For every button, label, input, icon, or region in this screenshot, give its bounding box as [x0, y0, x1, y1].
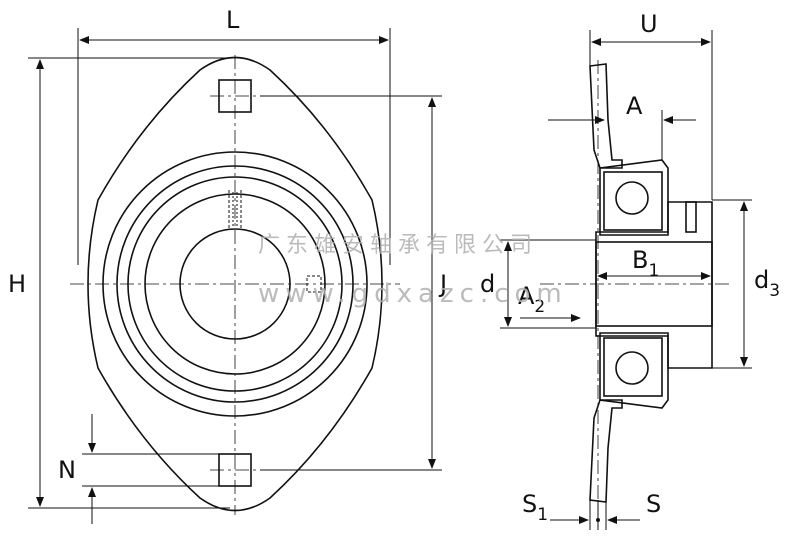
bearing-ring-top	[603, 171, 663, 231]
dim-d: d	[480, 239, 596, 329]
label-U: U	[640, 10, 658, 38]
watermark: 广东雄安轴承有限公司 www.gdxazc.com	[258, 233, 568, 309]
ball-top	[615, 181, 649, 215]
dim-A2: A2	[518, 282, 581, 322]
label-L: L	[226, 6, 240, 34]
flange-plate-bottom	[589, 399, 623, 503]
flange-outline	[87, 56, 383, 512]
flange-plate-top	[589, 63, 623, 169]
label-S: S	[646, 490, 661, 518]
dim-U: U	[589, 10, 713, 200]
label-H: H	[8, 270, 26, 298]
watermark-url: www.gdxazc.com	[258, 279, 568, 309]
label-d: d	[480, 270, 495, 298]
label-A: A	[626, 92, 643, 120]
front-view: L H J N	[8, 6, 447, 524]
label-d3: d3	[754, 266, 780, 301]
label-J: J	[438, 270, 447, 298]
dim-L: L	[77, 6, 391, 265]
inner-ring	[595, 201, 713, 369]
dim-N: N	[58, 414, 222, 524]
dim-B1: B1	[597, 246, 711, 281]
dim-S: S S1	[522, 490, 661, 530]
dim-d3: d3	[712, 199, 780, 369]
watermark-company: 广东雄安轴承有限公司	[258, 233, 538, 258]
ball-bottom	[615, 351, 649, 385]
dim-A: A	[548, 92, 696, 160]
label-B1: B1	[632, 246, 659, 281]
grub-screw-section	[685, 201, 697, 233]
dim-J: J	[260, 95, 447, 471]
label-S1: S1	[522, 490, 548, 525]
section-view: U A d A2 B1	[480, 10, 780, 530]
bearing-ring-bottom	[603, 337, 663, 397]
dim-H: H	[8, 57, 230, 509]
label-A2: A2	[518, 282, 545, 317]
label-N: N	[58, 456, 76, 484]
housing-bottom	[599, 332, 669, 409]
